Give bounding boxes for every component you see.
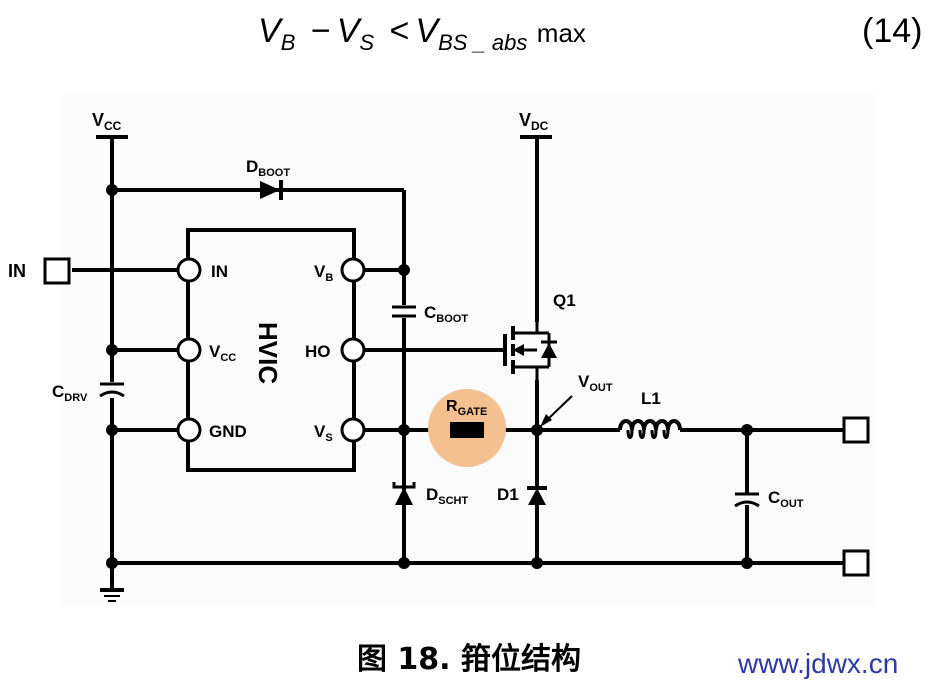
eq-v3: V (415, 12, 439, 50)
wires (72, 135, 844, 602)
junction-dots (106, 184, 753, 569)
eq-lt: < (389, 12, 410, 50)
in-terminal-box (43, 257, 71, 285)
eq-s2: S (359, 30, 375, 55)
eq-v1: V (258, 12, 281, 50)
figure-caption: 图 18. 箝位结构 (356, 642, 582, 677)
rgate-label: RGATE (446, 398, 487, 418)
l1-label: L1 (641, 389, 661, 408)
hvic-title: HVIC (253, 322, 283, 384)
dboot-label: DBOOT (246, 157, 290, 179)
dscht-label: DSCHT (426, 485, 469, 507)
vout-terminal-box (842, 416, 870, 444)
cdrv-label: CDRV (52, 382, 88, 404)
pin-vs-circle (340, 417, 366, 443)
pin-vcc-label: VCC (209, 342, 236, 364)
watermark: www.jdwx.cn (738, 648, 899, 679)
pin-vcc-circle (176, 337, 202, 363)
vout-label: VOUT (578, 372, 613, 394)
pin-in-circle (176, 257, 202, 283)
hvic-pins (176, 257, 366, 443)
vout-arrow (540, 395, 573, 427)
pin-gnd-label: GND (209, 422, 247, 441)
eq-s1: B (280, 30, 296, 55)
cboot-capacitor (392, 305, 416, 318)
equation-body: VB −VS <VBS _ abs max (258, 12, 586, 56)
eq-s3: BS _ abs (438, 30, 528, 55)
pin-vs-label: VS (314, 422, 333, 444)
pin-vb-label: VB (314, 262, 333, 284)
vcc-label: VCC (92, 110, 122, 133)
cboot-label: CBOOT (424, 303, 468, 325)
dscht-diode (392, 482, 416, 505)
vdc-label: VDC (519, 110, 549, 133)
equation-number: (14) (862, 12, 923, 50)
q1-mosfet (503, 322, 557, 380)
cout-label: COUT (768, 488, 804, 510)
pin-ho-circle (340, 337, 366, 363)
cout-capacitor (734, 492, 760, 508)
pin-ho-label: HO (305, 342, 331, 361)
pin-gnd-circle (176, 417, 202, 443)
in-terminal-label: IN (8, 261, 26, 281)
pin-vb-circle (340, 257, 366, 283)
eq-v2: V (336, 12, 360, 50)
eq-minus: − (310, 12, 331, 50)
q1-label: Q1 (553, 291, 576, 310)
eq-max: max (536, 18, 586, 48)
d1-label: D1 (497, 485, 519, 504)
pin-in-label: IN (211, 262, 228, 281)
cdrv-capacitor (99, 382, 125, 398)
equation: VB −VS <VBS _ abs max (14) (0, 0, 938, 70)
gnd-terminal-box (842, 549, 870, 577)
d1-diode (527, 486, 547, 505)
l1-inductor (618, 419, 682, 431)
dboot-diode (260, 180, 283, 200)
